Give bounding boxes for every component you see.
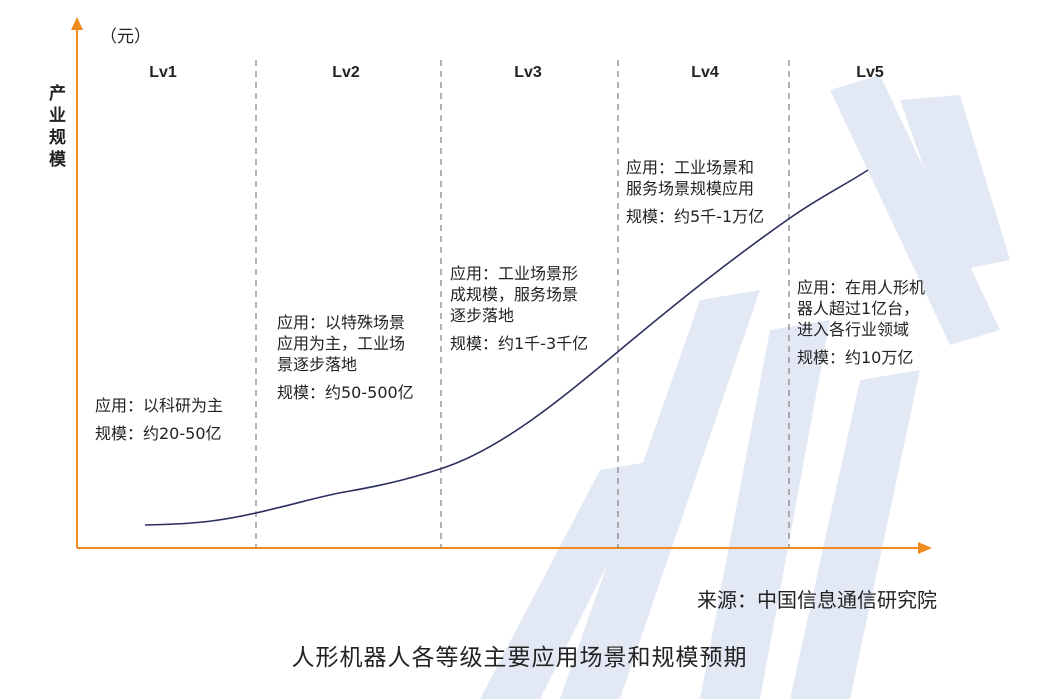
level-label-lv2: Lv2 xyxy=(332,64,360,81)
scale-text: 规模：约5千-1万亿 xyxy=(626,207,765,226)
level-desc-lv1: 应用：以科研为主 规模：约20-50亿 xyxy=(95,395,223,444)
scale-text: 规模：约1千-3千亿 xyxy=(450,334,589,353)
application-text: 服务场景规模应用 xyxy=(626,179,755,198)
level-desc-lv3: 应用：工业场景形 成规模，服务场景 逐步落地 规模：约1千-3千亿 xyxy=(450,263,588,354)
application-text: 逐步落地 xyxy=(450,306,515,325)
application-text: 应用：工业场景和 xyxy=(626,158,755,177)
application-text: 进入各行业领域 xyxy=(797,320,910,339)
level-label-lv3: Lv3 xyxy=(514,64,542,81)
scale-text: 规模：约10万亿 xyxy=(797,348,914,367)
figure-caption: 人形机器人各等级主要应用场景和规模预期 xyxy=(291,645,748,671)
application-text: 应用：以科研为主 xyxy=(95,396,224,415)
x-axis-arrow-icon xyxy=(918,542,932,554)
scale-text: 规模：约50-500亿 xyxy=(277,383,414,402)
scale-text: 规模：约20-50亿 xyxy=(95,424,222,443)
source-note: 来源：中国信息通信研究院 xyxy=(697,588,937,612)
level-label-lv1: Lv1 xyxy=(149,64,177,81)
y-axis-label: 产业规模 xyxy=(49,84,66,170)
unit-label: （元） xyxy=(100,27,151,47)
level-desc-lv5: 应用：在用人形机 器人超过1亿台， 进入各行业领域 规模：约10万亿 xyxy=(797,277,925,368)
level-label-lv5: Lv5 xyxy=(856,64,884,81)
application-text: 器人超过1亿台， xyxy=(797,299,920,318)
y-axis-arrow-icon xyxy=(71,17,83,30)
application-text: 景逐步落地 xyxy=(277,355,358,374)
level-desc-lv2: 应用：以特殊场景 应用为主，工业场 景逐步落地 规模：约50-500亿 xyxy=(277,312,414,403)
watermark xyxy=(480,75,1010,699)
level-label-lv4: Lv4 xyxy=(691,64,719,81)
growth-curve xyxy=(144,169,869,526)
application-text: 成规模，服务场景 xyxy=(450,285,579,304)
application-text: 应用为主，工业场 xyxy=(277,334,406,353)
application-text: 应用：在用人形机 xyxy=(797,278,926,297)
application-text: 应用：工业场景形 xyxy=(450,264,579,283)
level-desc-lv4: 应用：工业场景和 服务场景规模应用 规模：约5千-1万亿 xyxy=(626,157,764,227)
application-text: 应用：以特殊场景 xyxy=(277,313,406,332)
